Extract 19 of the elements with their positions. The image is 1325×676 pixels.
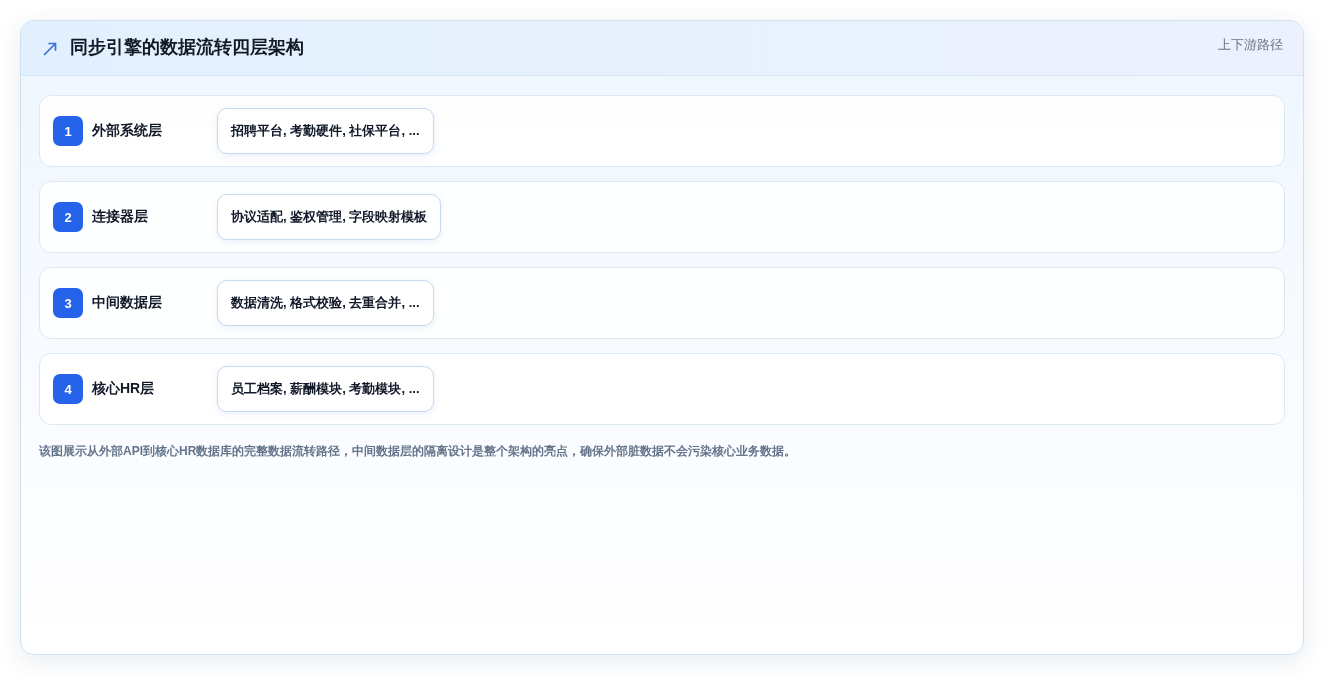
layer-components: 招聘平台, 考勤硬件, 社保平台, ...: [217, 108, 434, 154]
layer-row: [39, 95, 1285, 167]
layer-name: 连接器层: [92, 208, 149, 226]
layer-components: 数据清洗, 格式校验, 去重合并, ...: [217, 280, 434, 326]
layer-name: 外部系统层: [92, 122, 163, 140]
layer-components: 协议适配, 鉴权管理, 字段映射模板: [217, 194, 442, 240]
layer-name: 中间数据层: [92, 294, 163, 312]
step-number: 4: [53, 374, 83, 404]
layer-row: [39, 267, 1285, 339]
diagram-title: 同步引擎的数据流转四层架构: [70, 36, 304, 60]
layer-row: [39, 181, 1285, 253]
step-number: 1: [53, 116, 83, 146]
layer-name: 核心HR层: [92, 380, 156, 398]
step-number: 2: [53, 202, 83, 232]
caption-text: 该图展示从外部API到核心HR数据库的完整数据流转路径，中间数据层的隔离设计是整个架构的亮点，确保外部脏数据不会污染核心业务数据。: [39, 443, 798, 460]
layer-components: 员工档案, 薪酬模块, 考勤模块, ...: [217, 366, 434, 412]
step-number: 3: [53, 288, 83, 318]
layer-row: [39, 353, 1285, 425]
header-note: 上下游路径: [1218, 37, 1283, 54]
